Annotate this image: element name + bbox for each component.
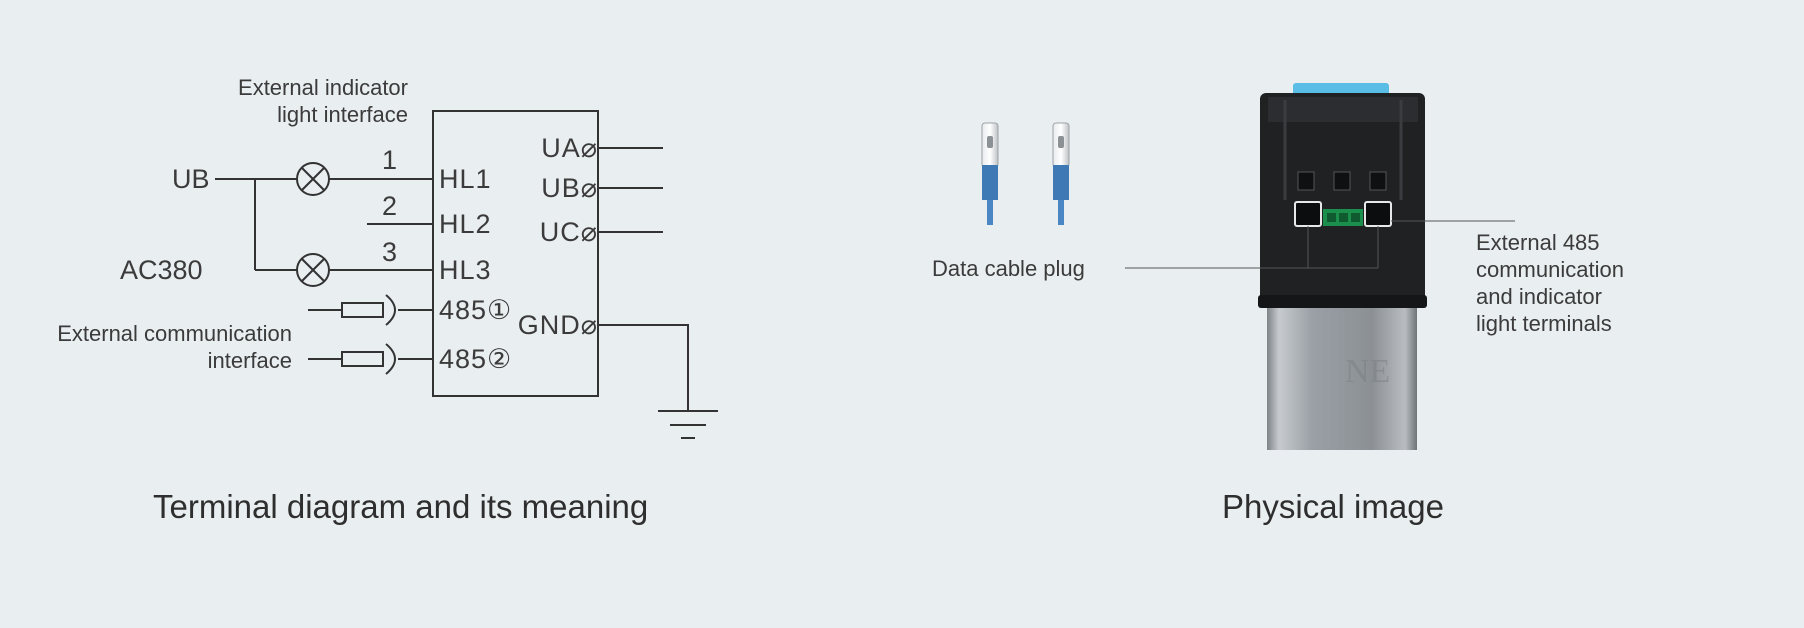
external-indicator-label: External indicator light interface [150,74,408,128]
lamp-2-cross-b [301,258,325,282]
device-metal-body [1267,300,1417,450]
external-485-label-line1: External 485 [1476,230,1600,255]
pin-uc: UC⌀ [539,217,598,247]
plug-2-blue-sleeve [1053,165,1069,200]
pin-gnd: GND⌀ [517,310,598,340]
device-black-head [1260,93,1425,305]
green-terminal-slot-2 [1339,213,1348,222]
data-cable-plug-2 [1052,122,1070,225]
physical-image-caption: Physical image [1222,488,1444,525]
plug-1-blue-sleeve [982,165,998,200]
green-terminal-slot-3 [1351,213,1360,222]
external-485-label-line2: communication [1476,257,1624,282]
plug-2-cable [1058,200,1064,225]
plug-1-cable [987,200,993,225]
pin-hl2: HL2 [439,209,492,239]
leader-lines [1125,220,1515,269]
external-comm-label: External communication interface [0,320,292,374]
connector-1-body [341,302,384,318]
green-terminal-slot-1 [1327,213,1336,222]
plug-1-slot [987,136,993,148]
plug-2-slot [1058,136,1064,148]
pin-hl3: HL3 [439,255,492,285]
comm-connectors [308,294,433,375]
terminal-screw-3 [1369,171,1387,191]
device-head-rim [1258,295,1427,308]
data-cable-plug-label: Data cable plug [932,256,1085,281]
device-brand-mark: NE [1345,353,1390,390]
wire-number-2: 2 [382,191,398,221]
gnd-line [598,324,689,411]
terminal-diagram-caption: Terminal diagram and its meaning [153,488,649,525]
external-485-label-line4: light terminals [1476,311,1612,336]
connector-2-body [341,351,384,367]
ub-label: UB [172,164,210,194]
rj-port-left [1294,201,1322,227]
terminal-box [432,110,599,397]
pin-hl1: HL1 [439,164,492,194]
wire-number-1: 1 [382,145,398,175]
rj-port-right [1364,201,1392,227]
pin-485-1: 485① [439,295,513,325]
lamp-wiring [215,162,433,287]
connector-1-socket [385,294,396,326]
external-comm-label-line2: interface [207,348,292,373]
external-indicator-label-line2: light interface [277,102,408,127]
terminal-block [432,110,718,439]
pin-485-2: 485② [439,344,513,374]
external-485-label: External 485 communication and indicator… [1476,229,1624,337]
connector-2-socket [385,343,396,375]
pin-ua: UA⌀ [541,133,598,163]
data-cable-plug-1 [981,122,999,225]
pin-ub: UB⌀ [541,173,598,203]
terminal-screw-2 [1333,171,1351,191]
external-indicator-label-line1: External indicator [238,75,408,100]
lamp-1-cross-b [301,167,325,191]
external-comm-label-line1: External communication [57,321,292,346]
physical-device: NE [1258,83,1427,450]
ac380-label: AC380 [120,255,203,285]
wire-number-3: 3 [382,237,398,267]
device-top-ridge [1268,97,1418,122]
terminal-screw-1 [1297,171,1315,191]
external-485-label-line3: and indicator [1476,284,1602,309]
